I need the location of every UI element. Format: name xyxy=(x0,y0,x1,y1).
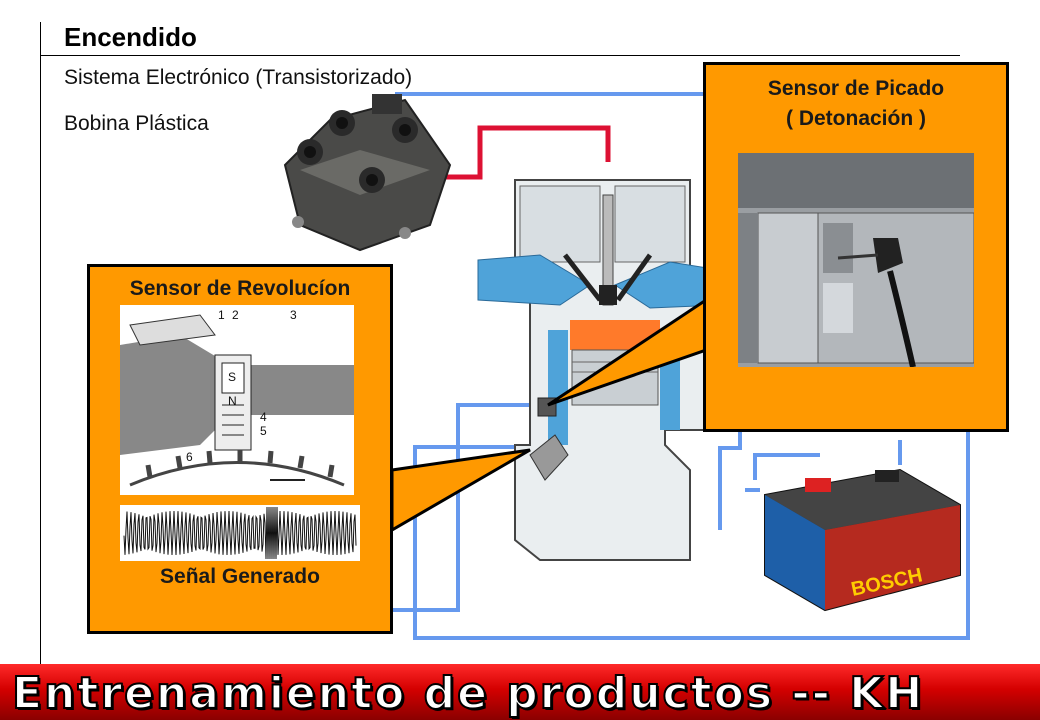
blue-wiring xyxy=(392,92,970,640)
ignition-coil xyxy=(283,94,452,252)
rev-fig-label-6: 6 xyxy=(186,450,193,464)
left-rule xyxy=(40,22,41,666)
subtitle-coil: Bobina Plástica xyxy=(64,112,209,135)
subtitle-system: Sistema Electrónico (Transistorizado) xyxy=(64,66,413,89)
rev-fig-label-n: N xyxy=(228,394,237,408)
rev-sensor-figure: 1 2 3 4 5 6 S N xyxy=(120,305,354,495)
footer-banner-text: Entrenamiento de productos -- KH xyxy=(11,667,925,720)
signal-caption: Señal Generado xyxy=(160,565,320,588)
rev-fig-label-1: 1 xyxy=(218,308,225,322)
rev-sensor-title: Sensor de Revolucíon xyxy=(129,277,351,300)
title-rule xyxy=(40,55,960,56)
page-title: Encendido xyxy=(64,22,197,52)
knock-sensor-title: Sensor de Picado xyxy=(767,77,945,100)
knock-sensor-figure xyxy=(738,153,975,368)
signal-waveform xyxy=(120,505,360,561)
rev-fig-label-4: 4 xyxy=(260,410,267,424)
red-ht-lead xyxy=(428,125,611,180)
knock-sensor-panel: Sensor de Picado ( Detonación ) xyxy=(703,62,1009,432)
knock-sensor-subtitle: ( Detonación ) xyxy=(786,107,926,130)
rev-fig-label-s: S xyxy=(228,370,236,384)
rev-sensor-panel: Sensor de Revolucíon 1 2 3 4 xyxy=(87,264,393,634)
footer-banner: Entrenamiento de productos -- KH xyxy=(0,664,1040,720)
rev-fig-label-2: 2 xyxy=(232,308,239,322)
rev-fig-label-5: 5 xyxy=(260,424,267,438)
battery: BOSCH xyxy=(764,468,961,612)
rev-fig-label-3: 3 xyxy=(290,308,297,322)
rev-callout-pointer xyxy=(390,448,531,533)
